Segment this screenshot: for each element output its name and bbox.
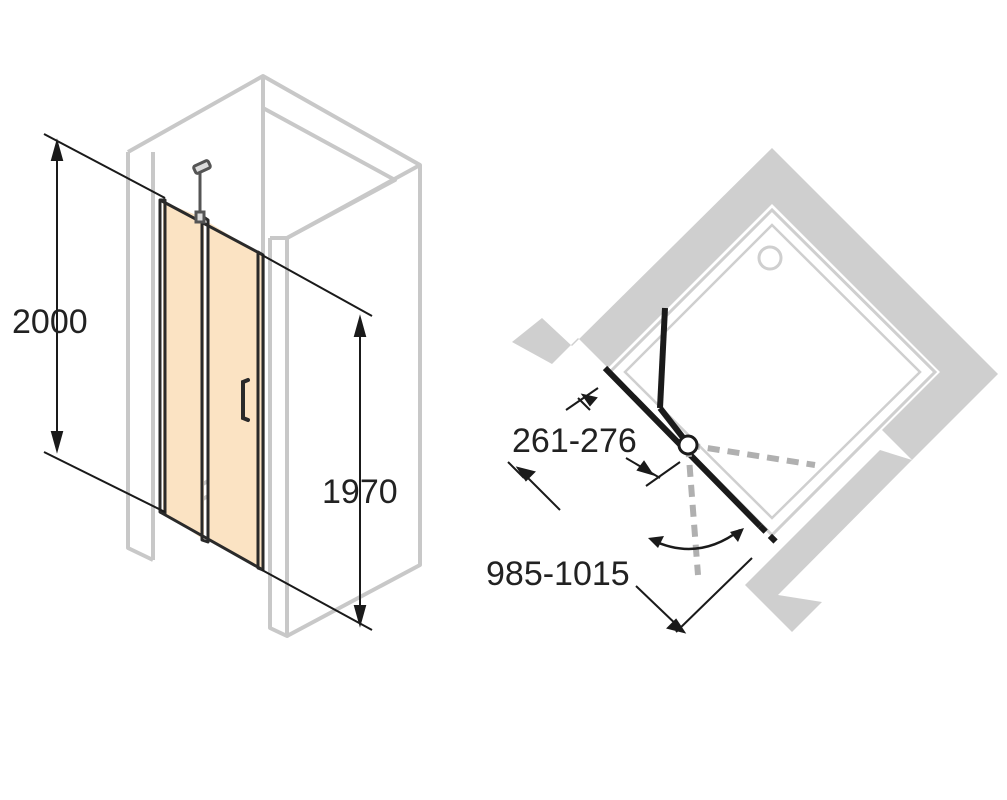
dimension-overall-height: [43, 133, 166, 513]
elevation-view: 2000 1970: [12, 74, 422, 638]
door-swing-paths: [685, 442, 816, 576]
drain: [757, 245, 783, 271]
label-overall-height: 2000: [12, 303, 88, 341]
label-total-width: 985-1015: [486, 555, 630, 593]
plan-walls: [512, 148, 998, 632]
label-door-height: 1970: [322, 473, 398, 511]
swing-arc-arrow: [651, 529, 741, 551]
door-handle: [241, 378, 250, 422]
dimension-fixed-panel: [565, 387, 681, 487]
door-frame: [158, 198, 265, 572]
dimension-door-height: [261, 254, 373, 631]
door-glass-panel: [208, 222, 262, 568]
hinge-point: [677, 434, 699, 456]
fixed-glass-panel: [163, 202, 204, 540]
enclosure-outline: [126, 74, 422, 638]
door-end-dashed: [757, 523, 781, 547]
dimension-total-width: [507, 461, 753, 634]
glass-panels: [163, 202, 262, 568]
shower-rail: [192, 159, 212, 224]
plan-view: 261-276 985-1015: [486, 148, 998, 634]
label-fixed-panel: 261-276: [512, 422, 637, 460]
